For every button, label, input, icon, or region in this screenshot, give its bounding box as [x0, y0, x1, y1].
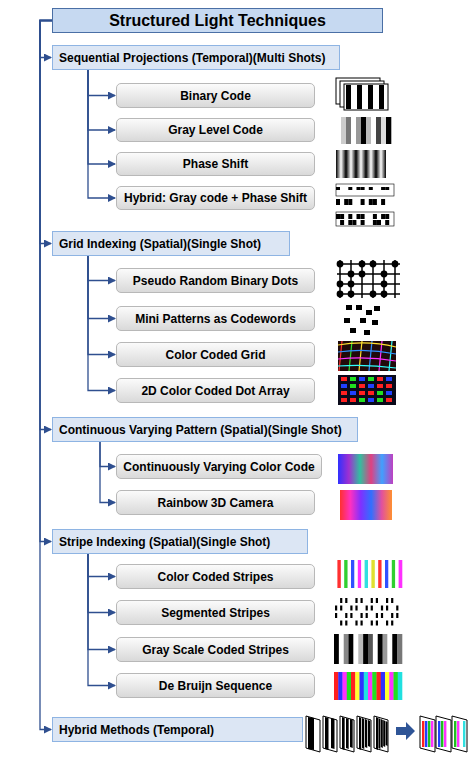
box-label: Continuously Varying Color Code [123, 460, 314, 474]
category-box: Hybrid Methods (Temporal) [52, 717, 303, 742]
category-box: Sequential Projections (Temporal)(Multi … [52, 45, 340, 70]
box-label: Stripe Indexing (Spatial)(Single Shot) [59, 535, 270, 549]
box-label: Color Coded Grid [166, 348, 266, 362]
tree-connector [88, 256, 115, 355]
tree-connector [88, 554, 115, 613]
box-label: Grid Indexing (Spatial)(Single Shot) [59, 237, 261, 251]
technique-box: Gray Level Code [116, 118, 315, 142]
technique-box: Color Coded Stripes [116, 564, 315, 589]
category-box: Grid Indexing (Spatial)(Single Shot) [52, 231, 290, 256]
technique-box: Pseudo Random Binary Dots [116, 268, 315, 293]
box-label: Color Coded Stripes [157, 570, 273, 584]
box-label: Phase Shift [183, 157, 248, 171]
tree-connector [100, 442, 115, 503]
tree-connector [88, 256, 115, 391]
tree-connector [88, 554, 115, 577]
category-box: Stripe Indexing (Spatial)(Single Shot) [52, 529, 308, 554]
technique-box: Continuously Varying Color Code [116, 454, 322, 479]
technique-box: Binary Code [116, 83, 315, 108]
tree-connector [40, 21, 52, 244]
technique-box: Color Coded Grid [116, 342, 315, 367]
technique-box: Hybrid: Gray code + Phase Shift [116, 186, 315, 210]
tree-connector [88, 256, 115, 319]
box-label: Hybrid: Gray code + Phase Shift [124, 191, 307, 205]
tree-connector [88, 70, 115, 198]
technique-box: Rainbow 3D Camera [116, 490, 315, 515]
technique-box: Segmented Stripes [116, 600, 315, 625]
tree-connector [88, 70, 115, 96]
box-label: Sequential Projections (Temporal)(Multi … [59, 51, 325, 65]
tree-connector [88, 70, 115, 164]
box-label: Hybrid Methods (Temporal) [59, 723, 214, 737]
title-box: Structured Light Techniques [52, 8, 383, 33]
technique-box: Phase Shift [116, 152, 315, 176]
tree-connector [40, 21, 52, 730]
tree-connector [88, 70, 115, 130]
box-label: Gray Scale Coded Stripes [142, 643, 289, 657]
technique-box: Mini Patterns as Codewords [116, 306, 315, 331]
technique-box: Gray Scale Coded Stripes [116, 637, 315, 662]
title-text: Structured Light Techniques [109, 12, 326, 30]
box-label: Continuous Varying Pattern (Spatial)(Sin… [59, 423, 342, 437]
technique-box: De Bruijn Sequence [116, 673, 315, 698]
box-label: De Bruijn Sequence [159, 679, 272, 693]
tree-connector [40, 21, 52, 542]
box-label: Rainbow 3D Camera [157, 496, 273, 510]
box-label: Gray Level Code [168, 123, 263, 137]
tree-connector [88, 554, 115, 686]
box-label: 2D Color Coded Dot Array [141, 384, 289, 398]
tree-connector [40, 21, 52, 430]
category-box: Continuous Varying Pattern (Spatial)(Sin… [52, 417, 358, 442]
box-label: Segmented Stripes [161, 606, 270, 620]
box-label: Pseudo Random Binary Dots [133, 274, 298, 288]
technique-box: 2D Color Coded Dot Array [116, 378, 315, 403]
tree-connector [88, 554, 115, 650]
box-label: Mini Patterns as Codewords [135, 312, 296, 326]
tree-connector [88, 256, 115, 281]
box-label: Binary Code [180, 89, 251, 103]
tree-connector [40, 21, 52, 58]
tree-connector [100, 442, 115, 467]
